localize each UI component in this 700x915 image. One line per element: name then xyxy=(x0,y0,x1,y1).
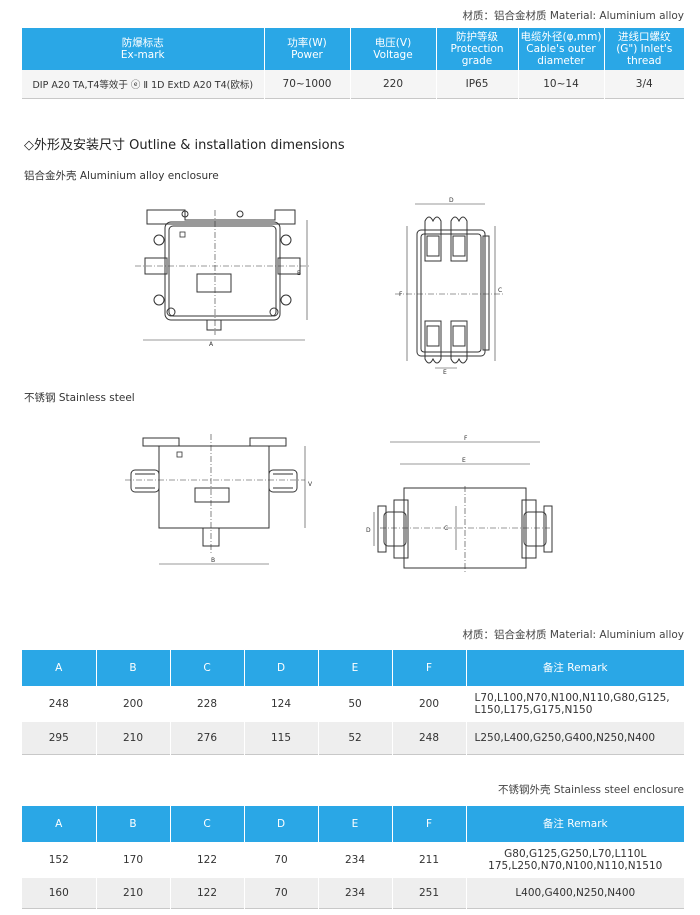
dim-v-label-ss: V xyxy=(308,481,313,488)
cell: 124 xyxy=(244,686,319,722)
dim-d-label: D xyxy=(449,197,454,204)
dim-e-label-ss: E xyxy=(462,457,466,464)
header-d: D xyxy=(244,650,319,686)
cell: 211 xyxy=(392,842,467,878)
section-title: ◇外形及安装尺寸 Outline & installation dimensio… xyxy=(24,138,345,153)
dim-c-label: C xyxy=(498,287,502,294)
cell: 50 xyxy=(318,686,393,722)
header-b: B xyxy=(96,806,171,842)
cell-remark: L400,G400,N250,N400 xyxy=(466,878,684,908)
cell: 115 xyxy=(244,722,319,754)
header-cable-diameter: 电缆外径(φ,mm)Cable's outer diameter xyxy=(518,28,605,70)
cell: 248 xyxy=(22,686,97,722)
dim-b-label-ss: B xyxy=(211,557,215,564)
cell: 70 xyxy=(244,842,319,878)
cell: 276 xyxy=(170,722,245,754)
header-f: F xyxy=(392,650,467,686)
cell-remark: L70,L100,N70,N100,N110,G80,G125,L150,L17… xyxy=(466,686,684,722)
cell: 228 xyxy=(170,686,245,722)
table-row: 248 200 228 124 50 200 L70,L100,N70,N100… xyxy=(22,686,684,722)
cell: 160 xyxy=(22,878,97,908)
aluminium-dimensions-table: A B C D E F 备注 Remark 248 200 228 124 50… xyxy=(22,650,684,755)
stainless-front-drawing: B V xyxy=(125,434,313,565)
material-caption-mid: 材质：铝合金材质 Material: Aluminium alloy xyxy=(462,629,684,641)
header-b: B xyxy=(96,650,171,686)
header-power: 功率(W)Power xyxy=(264,28,351,70)
cell: 152 xyxy=(22,842,97,878)
cell: 170 xyxy=(96,842,171,878)
header-voltage: 电压(V)Voltage xyxy=(350,28,437,70)
cell: 295 xyxy=(22,722,97,754)
cell-cable: 10~14 xyxy=(518,70,605,98)
cell: 251 xyxy=(392,878,467,908)
header-e: E xyxy=(318,806,393,842)
dim-f-label: F xyxy=(399,291,403,298)
cell-power: 70~1000 xyxy=(264,70,351,98)
dim-d-label-ss: D xyxy=(366,527,371,534)
cell-voltage: 220 xyxy=(350,70,437,98)
cell-protection: IP65 xyxy=(436,70,519,98)
header-a: A xyxy=(22,650,97,686)
header-e: E xyxy=(318,650,393,686)
cell: 122 xyxy=(170,842,245,878)
header-c: C xyxy=(170,806,245,842)
stainless-dimensions-table: A B C D E F 备注 Remark 152 170 122 70 234… xyxy=(22,806,684,909)
cell: 122 xyxy=(170,878,245,908)
dim-e-label: E xyxy=(443,369,447,376)
stainless-caption: 不锈钢外壳 Stainless steel enclosure xyxy=(498,784,684,796)
header-a: A xyxy=(22,806,97,842)
aluminium-front-drawing: A B xyxy=(135,209,310,348)
table-row: 152 170 122 70 234 211 G80,G125,G250,L70… xyxy=(22,842,684,878)
header-remark: 备注 Remark xyxy=(466,650,684,686)
cell: 70 xyxy=(244,878,319,908)
cell: 210 xyxy=(96,878,171,908)
cell: 234 xyxy=(318,842,393,878)
dim-a-label: A xyxy=(209,341,214,348)
aluminium-side-drawing: D F C E xyxy=(395,197,505,376)
cell: 200 xyxy=(392,686,467,722)
cell-thread: 3/4 xyxy=(604,70,684,98)
cell: 234 xyxy=(318,878,393,908)
table-row: 295 210 276 115 52 248 L250,L400,G250,G4… xyxy=(22,722,684,754)
table-row: DIP A20 TA,T4等效于 ⓔ Ⅱ 1D ExtD A20 T4(欧标) … xyxy=(22,70,684,98)
stainless-side-drawing: F E D C xyxy=(366,435,553,572)
dim-b-label: B xyxy=(297,270,301,277)
material-caption-top: 材质：铝合金材质 Material: Aluminium alloy xyxy=(462,10,684,22)
header-f: F xyxy=(392,806,467,842)
cell-ex-mark: DIP A20 TA,T4等效于 ⓔ Ⅱ 1D ExtD A20 T4(欧标) xyxy=(22,70,265,98)
cell: 52 xyxy=(318,722,393,754)
header-d: D xyxy=(244,806,319,842)
header-inlet-thread: 进线口螺纹(G") Inlet's thread xyxy=(604,28,684,70)
cell: 210 xyxy=(96,722,171,754)
cell-remark: L250,L400,G250,G400,N250,N400 xyxy=(466,722,684,754)
label-stainless-steel: 不锈钢 Stainless steel xyxy=(24,392,135,404)
cell: 200 xyxy=(96,686,171,722)
header-c: C xyxy=(170,650,245,686)
header-remark: 备注 Remark xyxy=(466,806,684,842)
table-row: 160 210 122 70 234 251 L400,G400,N250,N4… xyxy=(22,878,684,908)
dim-c-label-ss: C xyxy=(444,525,448,532)
label-aluminium-enclosure: 铝合金外壳 Aluminium alloy enclosure xyxy=(24,170,219,182)
dim-f-label-ss: F xyxy=(464,435,468,442)
cell: 248 xyxy=(392,722,467,754)
